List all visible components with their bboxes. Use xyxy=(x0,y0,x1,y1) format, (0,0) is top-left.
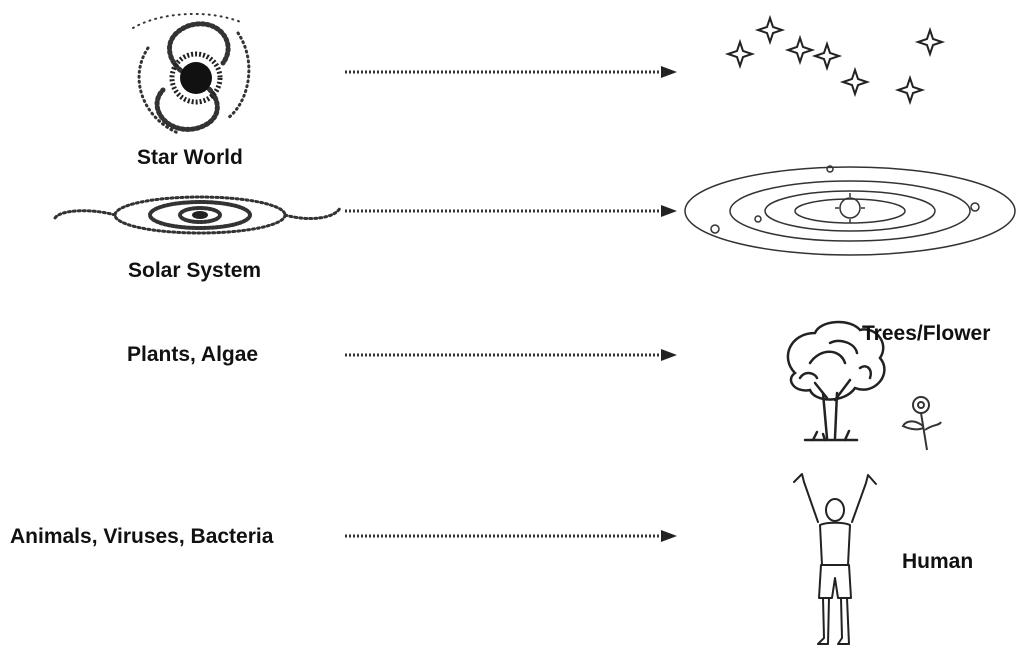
animals-label: Animals, Viruses, Bacteria xyxy=(10,525,273,549)
arrow-plants xyxy=(345,347,680,363)
human-figure-icon xyxy=(780,470,890,650)
stars-icon xyxy=(722,12,952,112)
arrow-solar-system xyxy=(345,203,680,219)
spiral-galaxy-icon xyxy=(50,188,345,243)
arrow-animals xyxy=(345,528,680,544)
plants-algae-label: Plants, Algae xyxy=(127,343,258,367)
trees-flower-label: Trees/Flower xyxy=(862,322,990,346)
solar-system-label: Solar System xyxy=(128,259,261,283)
arrow-star-world xyxy=(345,64,680,80)
human-label: Human xyxy=(902,550,973,574)
galaxy-icon xyxy=(118,8,268,143)
star-world-label: Star World xyxy=(137,146,243,170)
solar-orbits-icon xyxy=(680,163,1020,263)
